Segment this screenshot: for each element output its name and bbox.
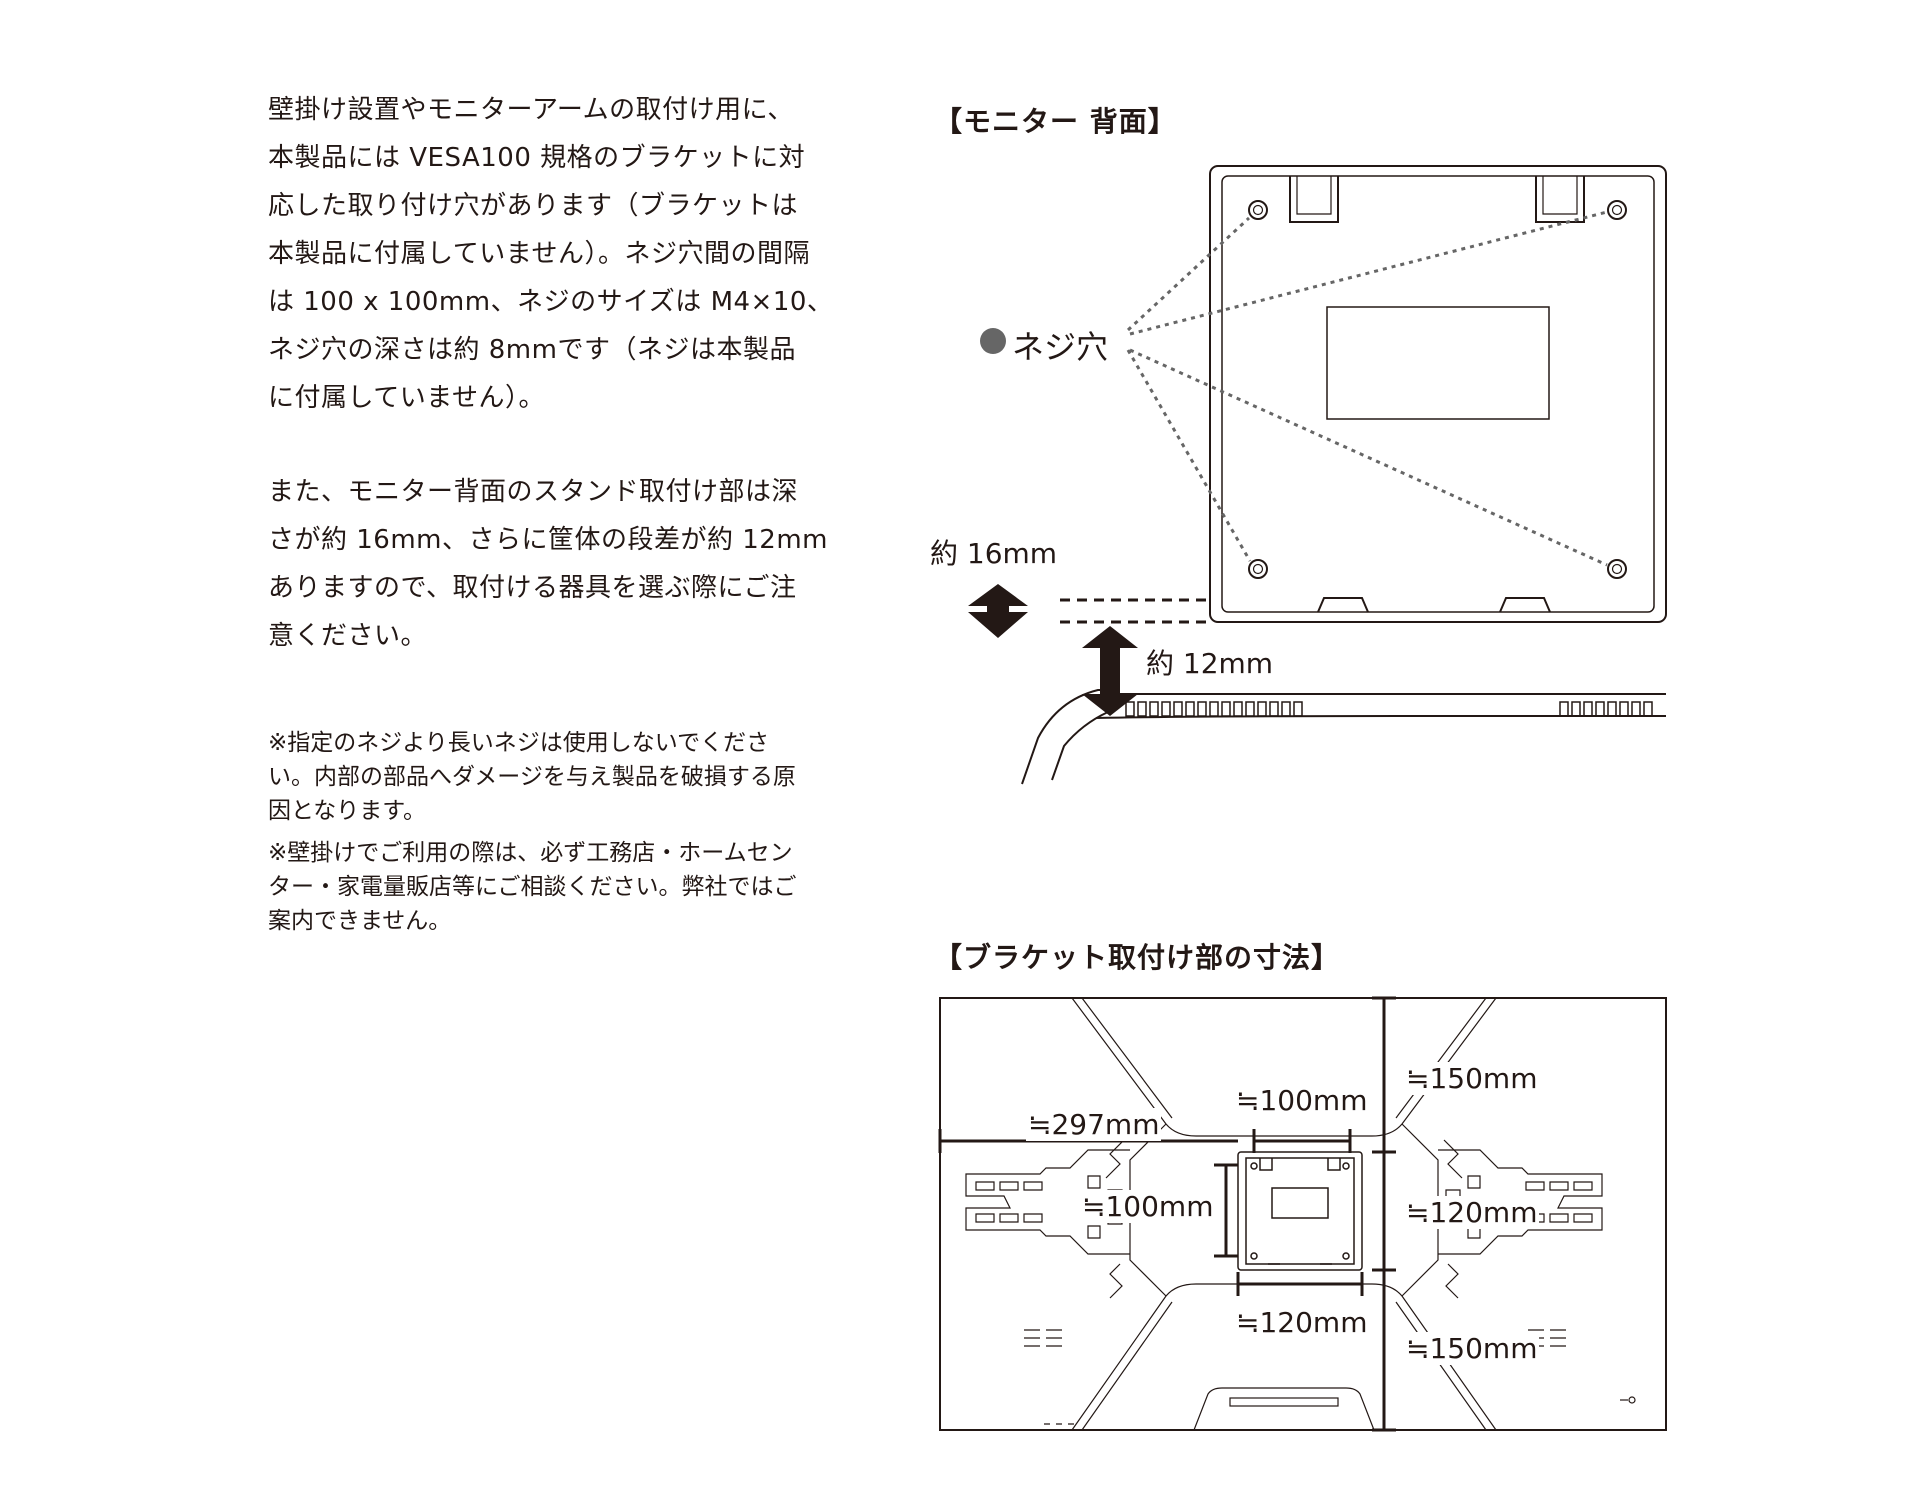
depth-12mm-label: 約 12mm	[1146, 647, 1274, 680]
depth-paragraph: また、モニター背面のスタンド取付け部は深 さが約 16mm、さらに筐体の段差が約…	[268, 468, 868, 660]
depth-guide-lines	[1060, 598, 1210, 624]
text-line: 壁掛け設置やモニターアームの取付け用に、	[268, 95, 794, 125]
screw-hole-bottom-left	[1248, 559, 1268, 579]
depth-16mm-label: 約 16mm	[930, 537, 1058, 570]
dim-120mm-vertical-label: ≒120mm	[1404, 1196, 1540, 1229]
note-line: ※指定のネジより長いネジは使用しないでくださ	[268, 730, 770, 756]
screw-hole-bullet	[980, 328, 1006, 354]
dim-100mm-horizontal-label: ≒100mm	[1234, 1084, 1370, 1117]
bracket-dimensions-heading: 【ブラケット取付け部の寸法】	[934, 941, 1341, 974]
dim-297mm-label: ≒297mm	[1026, 1108, 1162, 1141]
screw-hole-label: ネジ穴	[1012, 328, 1109, 366]
mount-plate	[1237, 1151, 1363, 1271]
screw-hole-bottom-right	[1607, 559, 1627, 579]
intro-paragraph: 壁掛け設置やモニターアームの取付け用に、 本製品には VESA100 規格のブラ…	[268, 86, 868, 422]
text-line: さが約 16mm、さらに筐体の段差が約 12mm	[268, 525, 829, 555]
note-line: 因となります。	[268, 798, 427, 824]
note-line: ※壁掛けでご利用の際は、必ず工務店・ホームセン	[268, 840, 793, 866]
dim-120mm-horizontal-label: ≒120mm	[1234, 1306, 1370, 1339]
monitor-back-panel	[1209, 165, 1667, 623]
text-line: 意ください。	[268, 621, 428, 651]
text-line: ネジ穴の深さは約 8mmです（ネジは本製品	[268, 335, 796, 365]
screw-hole-top-right	[1607, 200, 1627, 220]
screw-hole-top-left	[1248, 200, 1268, 220]
note-screw-length: ※指定のネジより長いネジは使用しないでくださ い。内部の部品へダメージを与え製品…	[268, 726, 868, 828]
depth-12mm-arrow	[1082, 626, 1138, 716]
stand-profile	[1021, 689, 1666, 785]
text-line: に付属していません）。	[268, 383, 545, 413]
screw-leader-lines	[1126, 210, 1608, 567]
text-line: 応した取り付け穴があります（ブラケットは	[268, 191, 799, 221]
monitor-back-heading: 【モニター 背面】	[934, 105, 1177, 138]
dim-150mm-top-label: ≒150mm	[1404, 1062, 1540, 1095]
note-line: ター・家電量販店等にご相談ください。弊社ではご	[268, 874, 797, 900]
text-line: 本製品には VESA100 規格のブラケットに対	[268, 143, 806, 173]
note-line: 案内できません。	[268, 908, 452, 934]
text-line: また、モニター背面のスタンド取付け部は深	[268, 477, 799, 507]
dim-150mm-bottom-label: ≒150mm	[1404, 1332, 1540, 1365]
text-line: 本製品に付属していません）。ネジ穴間の間隔	[268, 239, 810, 269]
monitor-rear-outline	[939, 997, 1667, 1431]
note-line: い。内部の部品へダメージを与え製品を破損する原	[268, 764, 796, 790]
dim-100mm-vertical-label: ≒100mm	[1080, 1190, 1216, 1223]
note-wall-mount: ※壁掛けでご利用の際は、必ず工務店・ホームセン ター・家電量販店等にご相談くださ…	[268, 836, 868, 938]
depth-16mm-arrow	[968, 584, 1028, 638]
text-line: ありますので、取付ける器具を選ぶ際にご注	[268, 573, 797, 603]
dimension-lines	[938, 996, 1396, 1432]
text-line: は 100 x 100mm、ネジのサイズは M4×10、	[268, 287, 834, 317]
